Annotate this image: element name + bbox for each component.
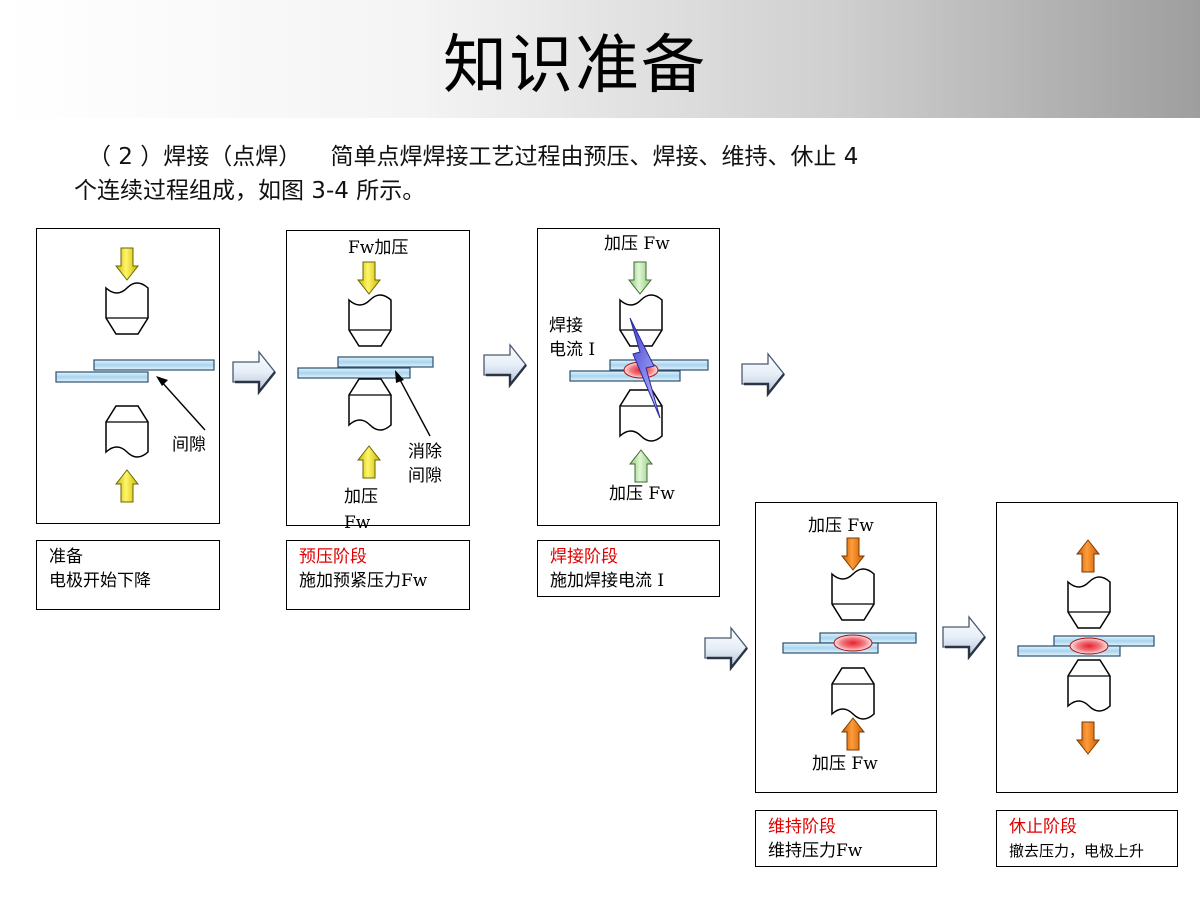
stage-prepress-caption: 预压阶段 施加预紧压力Fw [286,540,470,610]
press-label-bottom: 加压 Fw [344,487,378,533]
stage-welding-caption: 焊接阶段 施加焊接电流 I [537,540,720,597]
caption-title: 休止阶段 [1009,817,1077,837]
stage-hold-graphic [782,537,917,751]
upper-electrode-icon [105,282,149,335]
next-stage-arrow-icon [740,352,786,396]
press-down-arrow-icon [841,537,865,571]
lower-electrode-icon [105,405,149,458]
intro-line-1: （ 2 ）焊接（点焊） 简单点焊焊接工艺过程由预压、焊接、维持、休止 4 [88,144,859,170]
page-title: 知识准备 [443,29,707,103]
press-label-bottom: 加压 Fw [812,754,878,774]
stage-off-caption: 休止阶段 撤去压力，电极上升 [996,810,1178,867]
caption-title: 准备 [49,547,83,567]
press-label-bottom: 加压 Fw [609,484,675,504]
lower-electrode-icon [1067,659,1111,712]
press-label-top: 加压 Fw [808,516,874,536]
lower-electrode-icon [831,667,875,720]
gap-removed-label: 消除 间隙 [408,442,442,486]
release-up-arrow-icon [1076,539,1100,573]
stage-welding-graphic [569,261,709,483]
next-stage-arrow-icon [941,615,987,659]
release-down-arrow-icon [1076,721,1100,755]
press-up-arrow-icon [841,717,865,751]
lower-electrode-icon [619,389,663,442]
caption-title: 焊接阶段 [550,547,618,567]
stage-prepare-caption: 准备 电极开始下降 [36,540,220,610]
upper-electrode-icon [831,568,875,621]
stage-off-graphic [1017,539,1155,755]
lower-sheet [55,371,149,383]
upper-electrode-icon [1067,576,1111,629]
press-up-arrow-icon [115,469,139,503]
stage-prepress-graphic [297,261,434,479]
caption-title: 预压阶段 [299,547,367,567]
gap-pointer [159,379,206,431]
intro-paragraph: （ 2 ）焊接（点焊） 简单点焊焊接工艺过程由预压、焊接、维持、休止 4 个连续… [74,140,1074,208]
caption-description: 电极开始下降 [49,571,151,591]
upper-sheet [93,359,215,371]
press-label-top: Fw加压 [348,238,409,258]
next-stage-arrow-icon [703,626,749,670]
gap-label: 间隙 [172,435,206,455]
caption-description: 维持压力Fw [768,841,863,861]
weld-nugget [833,634,873,652]
press-up-arrow-icon [629,449,653,483]
press-down-arrow-icon [115,247,139,281]
caption-description: 施加焊接电流 I [550,571,665,591]
title-bar: 知识准备 [0,0,1200,118]
upper-electrode-icon [348,294,392,347]
next-stage-arrow-icon [231,350,277,394]
lower-sheet [782,642,879,654]
caption-title: 维持阶段 [768,817,836,837]
gap-pointer [397,375,431,437]
upper-sheet [337,356,434,368]
caption-description: 撤去压力，电极上升 [1009,842,1145,860]
lower-sheet [1017,645,1121,657]
press-down-arrow-icon [357,261,381,295]
upper-sheet [609,359,709,371]
current-bolt-icon [629,317,661,419]
welding-current-label: 焊接 电流 I [549,316,596,360]
weld-nugget [1069,637,1109,655]
lower-electrode-icon [348,378,392,431]
upper-electrode-icon [619,294,663,347]
lower-sheet [297,367,411,379]
next-stage-arrow-icon [482,343,528,387]
press-down-arrow-icon [628,261,652,295]
press-up-arrow-icon [357,445,381,479]
caption-description: 施加预紧压力Fw [299,571,428,591]
press-label-top: 加压 Fw [604,234,670,254]
intro-line-2: 个连续过程组成，如图 3-4 所示。 [74,178,426,204]
stage-prepare-graphic [55,247,215,503]
stage-hold-caption: 维持阶段 维持压力Fw [755,810,937,867]
